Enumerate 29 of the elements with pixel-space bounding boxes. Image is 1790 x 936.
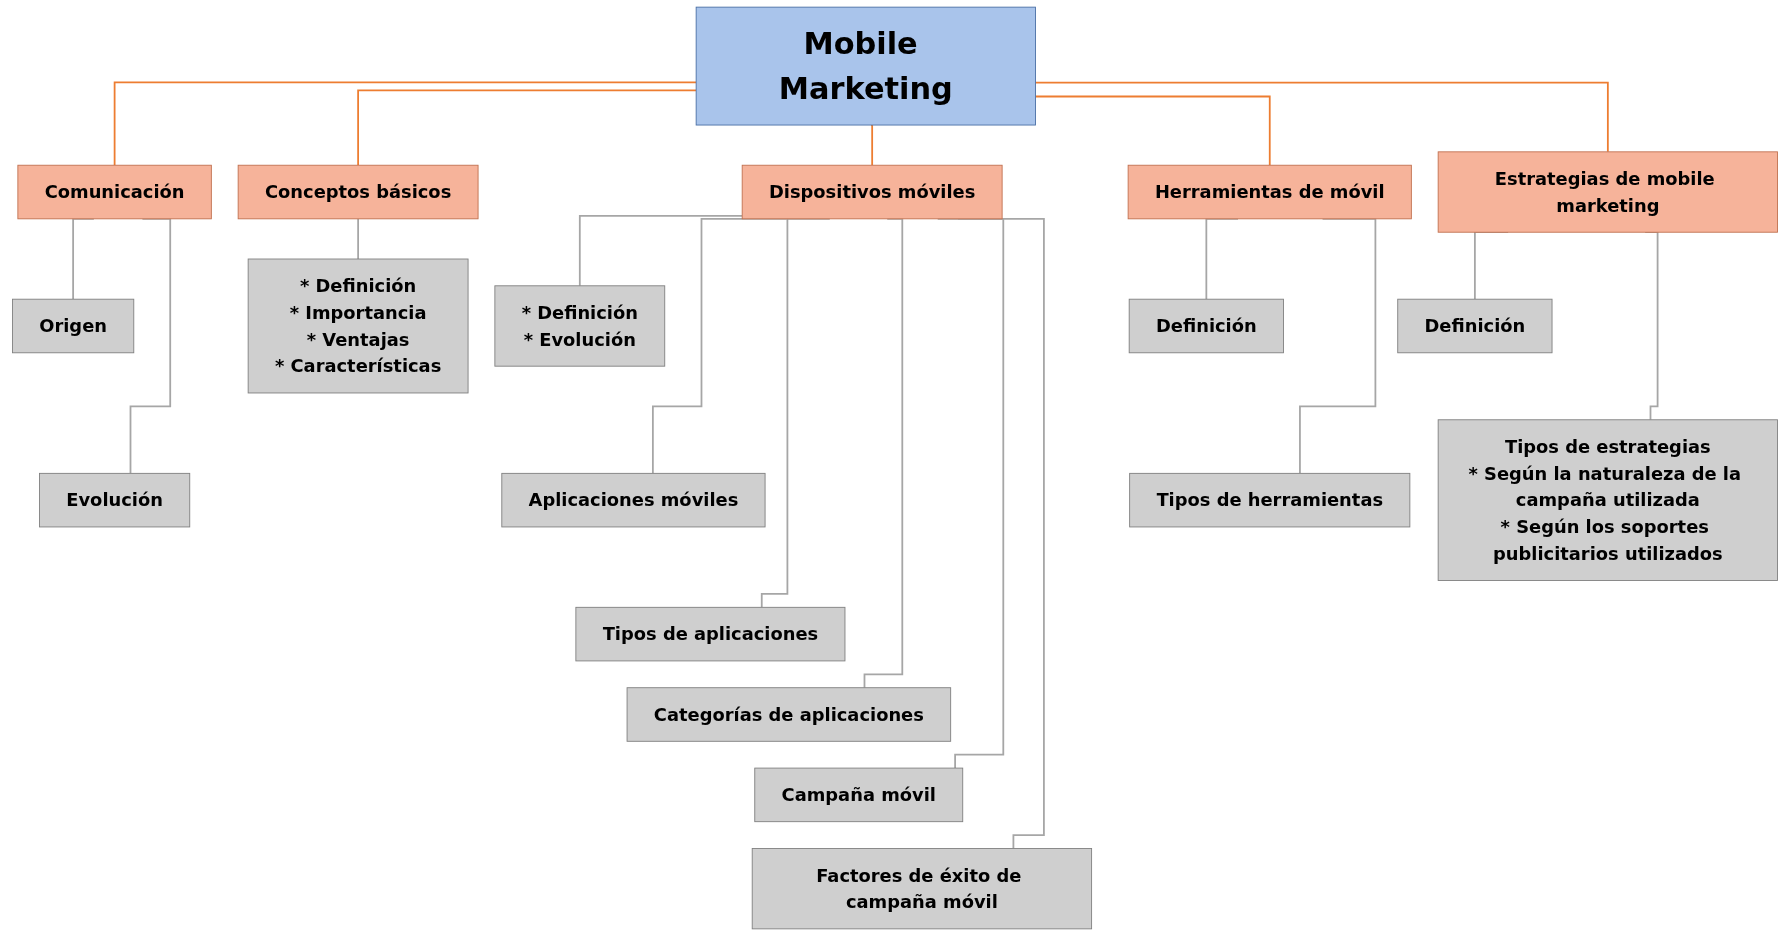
node-box: * Definición * Evolución: [494, 285, 666, 367]
node-box: * Definición * Importancia * Ventajas * Características: [247, 258, 469, 394]
node-box: Definición: [1128, 298, 1284, 354]
node-box: Estrategias de mobile marketing: [1437, 151, 1778, 233]
connector: [863, 217, 904, 689]
node-box: Campaña móvil: [754, 767, 964, 823]
node-box: Categorías de aplicaciones: [626, 687, 952, 742]
node-box: Origen: [12, 298, 135, 354]
node-box: Mobile Marketing: [695, 6, 1036, 126]
node-box: Tipos de herramientas: [1129, 472, 1411, 528]
node-box: Herramientas de móvil: [1127, 164, 1412, 220]
node-box: Conceptos básicos: [237, 164, 479, 220]
node-box: Tipos de estrategias * Según la naturaleza de la campaña utilizada * Según los soportes publicitarios utilizados: [1437, 419, 1778, 581]
connector: [870, 124, 874, 167]
node-box: Comunicación: [17, 164, 212, 220]
node-box: Evolución: [39, 472, 191, 528]
connector: [1034, 81, 1609, 153]
connector: [1299, 217, 1377, 475]
connector: [357, 217, 359, 260]
connector: [357, 89, 698, 167]
connector: [578, 214, 744, 287]
node-box: Factores de éxito de campaña móvil: [751, 848, 1093, 930]
connector: [1034, 95, 1271, 167]
connector: [129, 217, 172, 475]
connector: [113, 81, 698, 167]
node-box: Dispositivos móviles: [741, 164, 1003, 220]
node-box: Aplicaciones móviles: [501, 472, 766, 528]
node-box: Definición: [1397, 298, 1553, 354]
node-box: Tipos de aplicaciones: [575, 606, 846, 662]
